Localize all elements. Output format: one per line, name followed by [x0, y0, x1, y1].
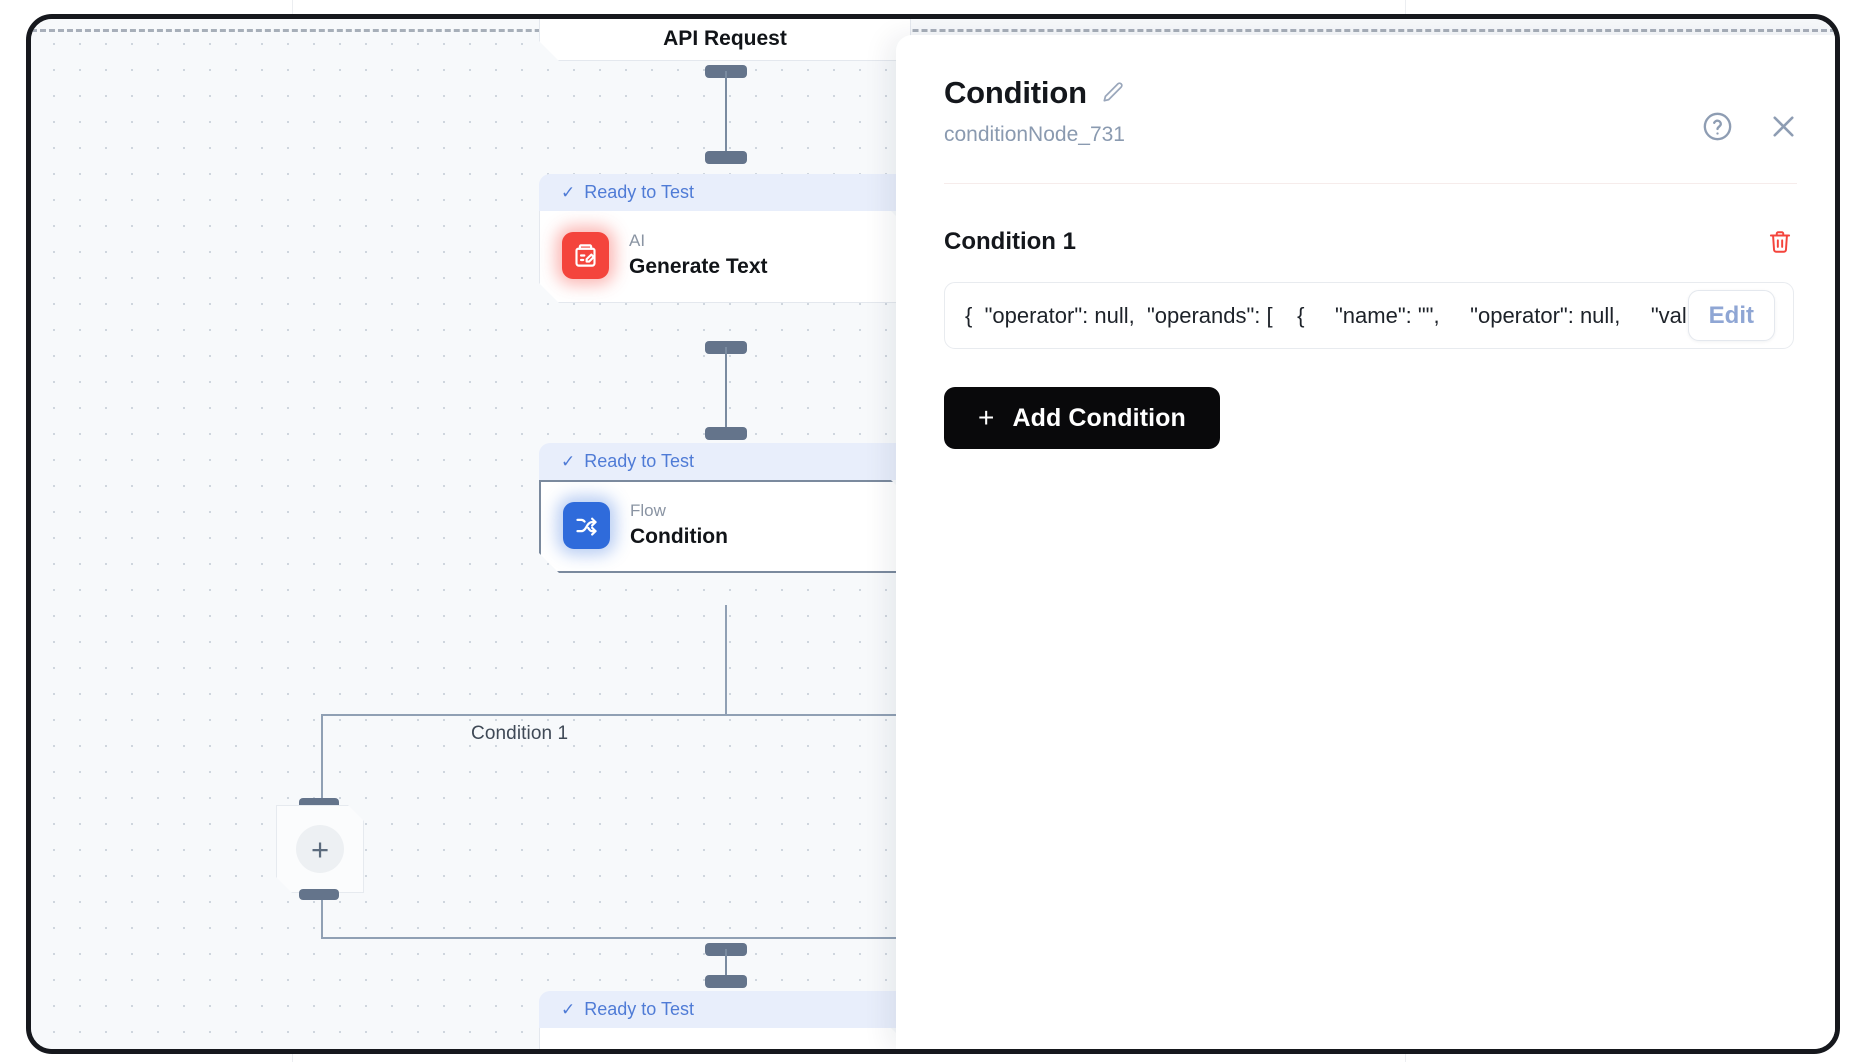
node-id-label: conditionNode_731	[944, 123, 1125, 146]
panel-title-row: Condition	[944, 75, 1797, 111]
node-status-badge-condition: ✓ Ready to Test	[539, 443, 911, 480]
node-kind-label: AI	[629, 231, 646, 251]
node-condition[interactable]: ✓ Ready to Test Flow Condition	[539, 443, 911, 573]
condition-expression-input[interactable]	[944, 282, 1794, 349]
ai-generate-text-icon	[562, 232, 609, 279]
condition-details-panel: Condition conditionNode_731	[896, 35, 1835, 1049]
page-title: Condition	[944, 75, 1087, 110]
check-icon: ✓	[561, 182, 576, 202]
edge-to-bottom-node	[725, 949, 727, 981]
branch-bus-bottom	[321, 937, 1011, 939]
add-node-handle-bottom[interactable]	[299, 889, 339, 900]
branch-left-drop	[321, 714, 323, 804]
add-node-handle-top[interactable]	[299, 798, 339, 809]
branch-stem	[725, 605, 727, 715]
panel-header-actions	[1701, 109, 1801, 144]
panel-divider	[944, 183, 1797, 184]
branch-label-condition-1: Condition 1	[471, 723, 569, 744]
add-node-button[interactable]: +	[276, 805, 364, 893]
canvas-dashed-guide	[31, 29, 1835, 32]
node-status-label: Ready to Test	[584, 451, 694, 471]
check-icon: ✓	[561, 451, 576, 471]
node-status-badge-generate-text: ✓ Ready to Test	[539, 174, 911, 211]
edge-handle-bottom-2[interactable]	[705, 427, 747, 440]
node-body-generate-text[interactable]: AI Generate Text	[539, 211, 911, 303]
panel-body: Condition 1 Edit + Add Condition	[896, 224, 1835, 449]
branch-bus-top	[321, 714, 1011, 716]
condition-group-label: Condition 1	[944, 228, 1076, 255]
check-icon: ✓	[561, 999, 576, 1019]
plus-icon: +	[296, 825, 344, 873]
pencil-icon[interactable]	[1100, 80, 1126, 106]
edit-condition-button[interactable]: Edit	[1687, 290, 1775, 341]
app-frame: API Request ✓ Ready to Test	[26, 14, 1840, 1054]
edge-api-to-generate	[725, 71, 727, 157]
condition-group-header: Condition 1	[944, 224, 1797, 260]
node-api-request[interactable]	[539, 14, 911, 61]
close-icon[interactable]	[1766, 109, 1801, 144]
help-circle-icon[interactable]	[1701, 110, 1734, 143]
flow-branch-icon	[563, 502, 610, 549]
node-title-label: Condition	[630, 524, 728, 548]
plus-icon: +	[978, 402, 995, 433]
node-title-label: Generate Text	[629, 254, 768, 278]
edge-generate-to-condition	[725, 347, 727, 433]
node-generate-text[interactable]: ✓ Ready to Test AI Generate Text	[539, 174, 911, 303]
branch-left-rise	[321, 894, 323, 938]
node-bottom[interactable]: ✓ Ready to Test	[539, 991, 911, 1054]
add-condition-label: Add Condition	[1012, 403, 1186, 432]
condition-input-row: Edit	[944, 282, 1797, 349]
node-body-bottom[interactable]	[539, 1028, 911, 1054]
node-body-condition[interactable]: Flow Condition	[539, 480, 911, 573]
node-status-label: Ready to Test	[584, 182, 694, 202]
panel-header: Condition conditionNode_731	[896, 35, 1835, 147]
node-status-label: Ready to Test	[584, 999, 694, 1019]
edge-handle-bottom-3[interactable]	[705, 975, 747, 988]
trash-icon[interactable]	[1763, 224, 1797, 260]
add-condition-button[interactable]: + Add Condition	[944, 387, 1220, 449]
edge-handle-bottom-1[interactable]	[705, 151, 747, 164]
node-api-request-title: API Request	[663, 27, 787, 50]
node-kind-label: Flow	[630, 501, 666, 521]
node-status-badge-bottom: ✓ Ready to Test	[539, 991, 911, 1028]
